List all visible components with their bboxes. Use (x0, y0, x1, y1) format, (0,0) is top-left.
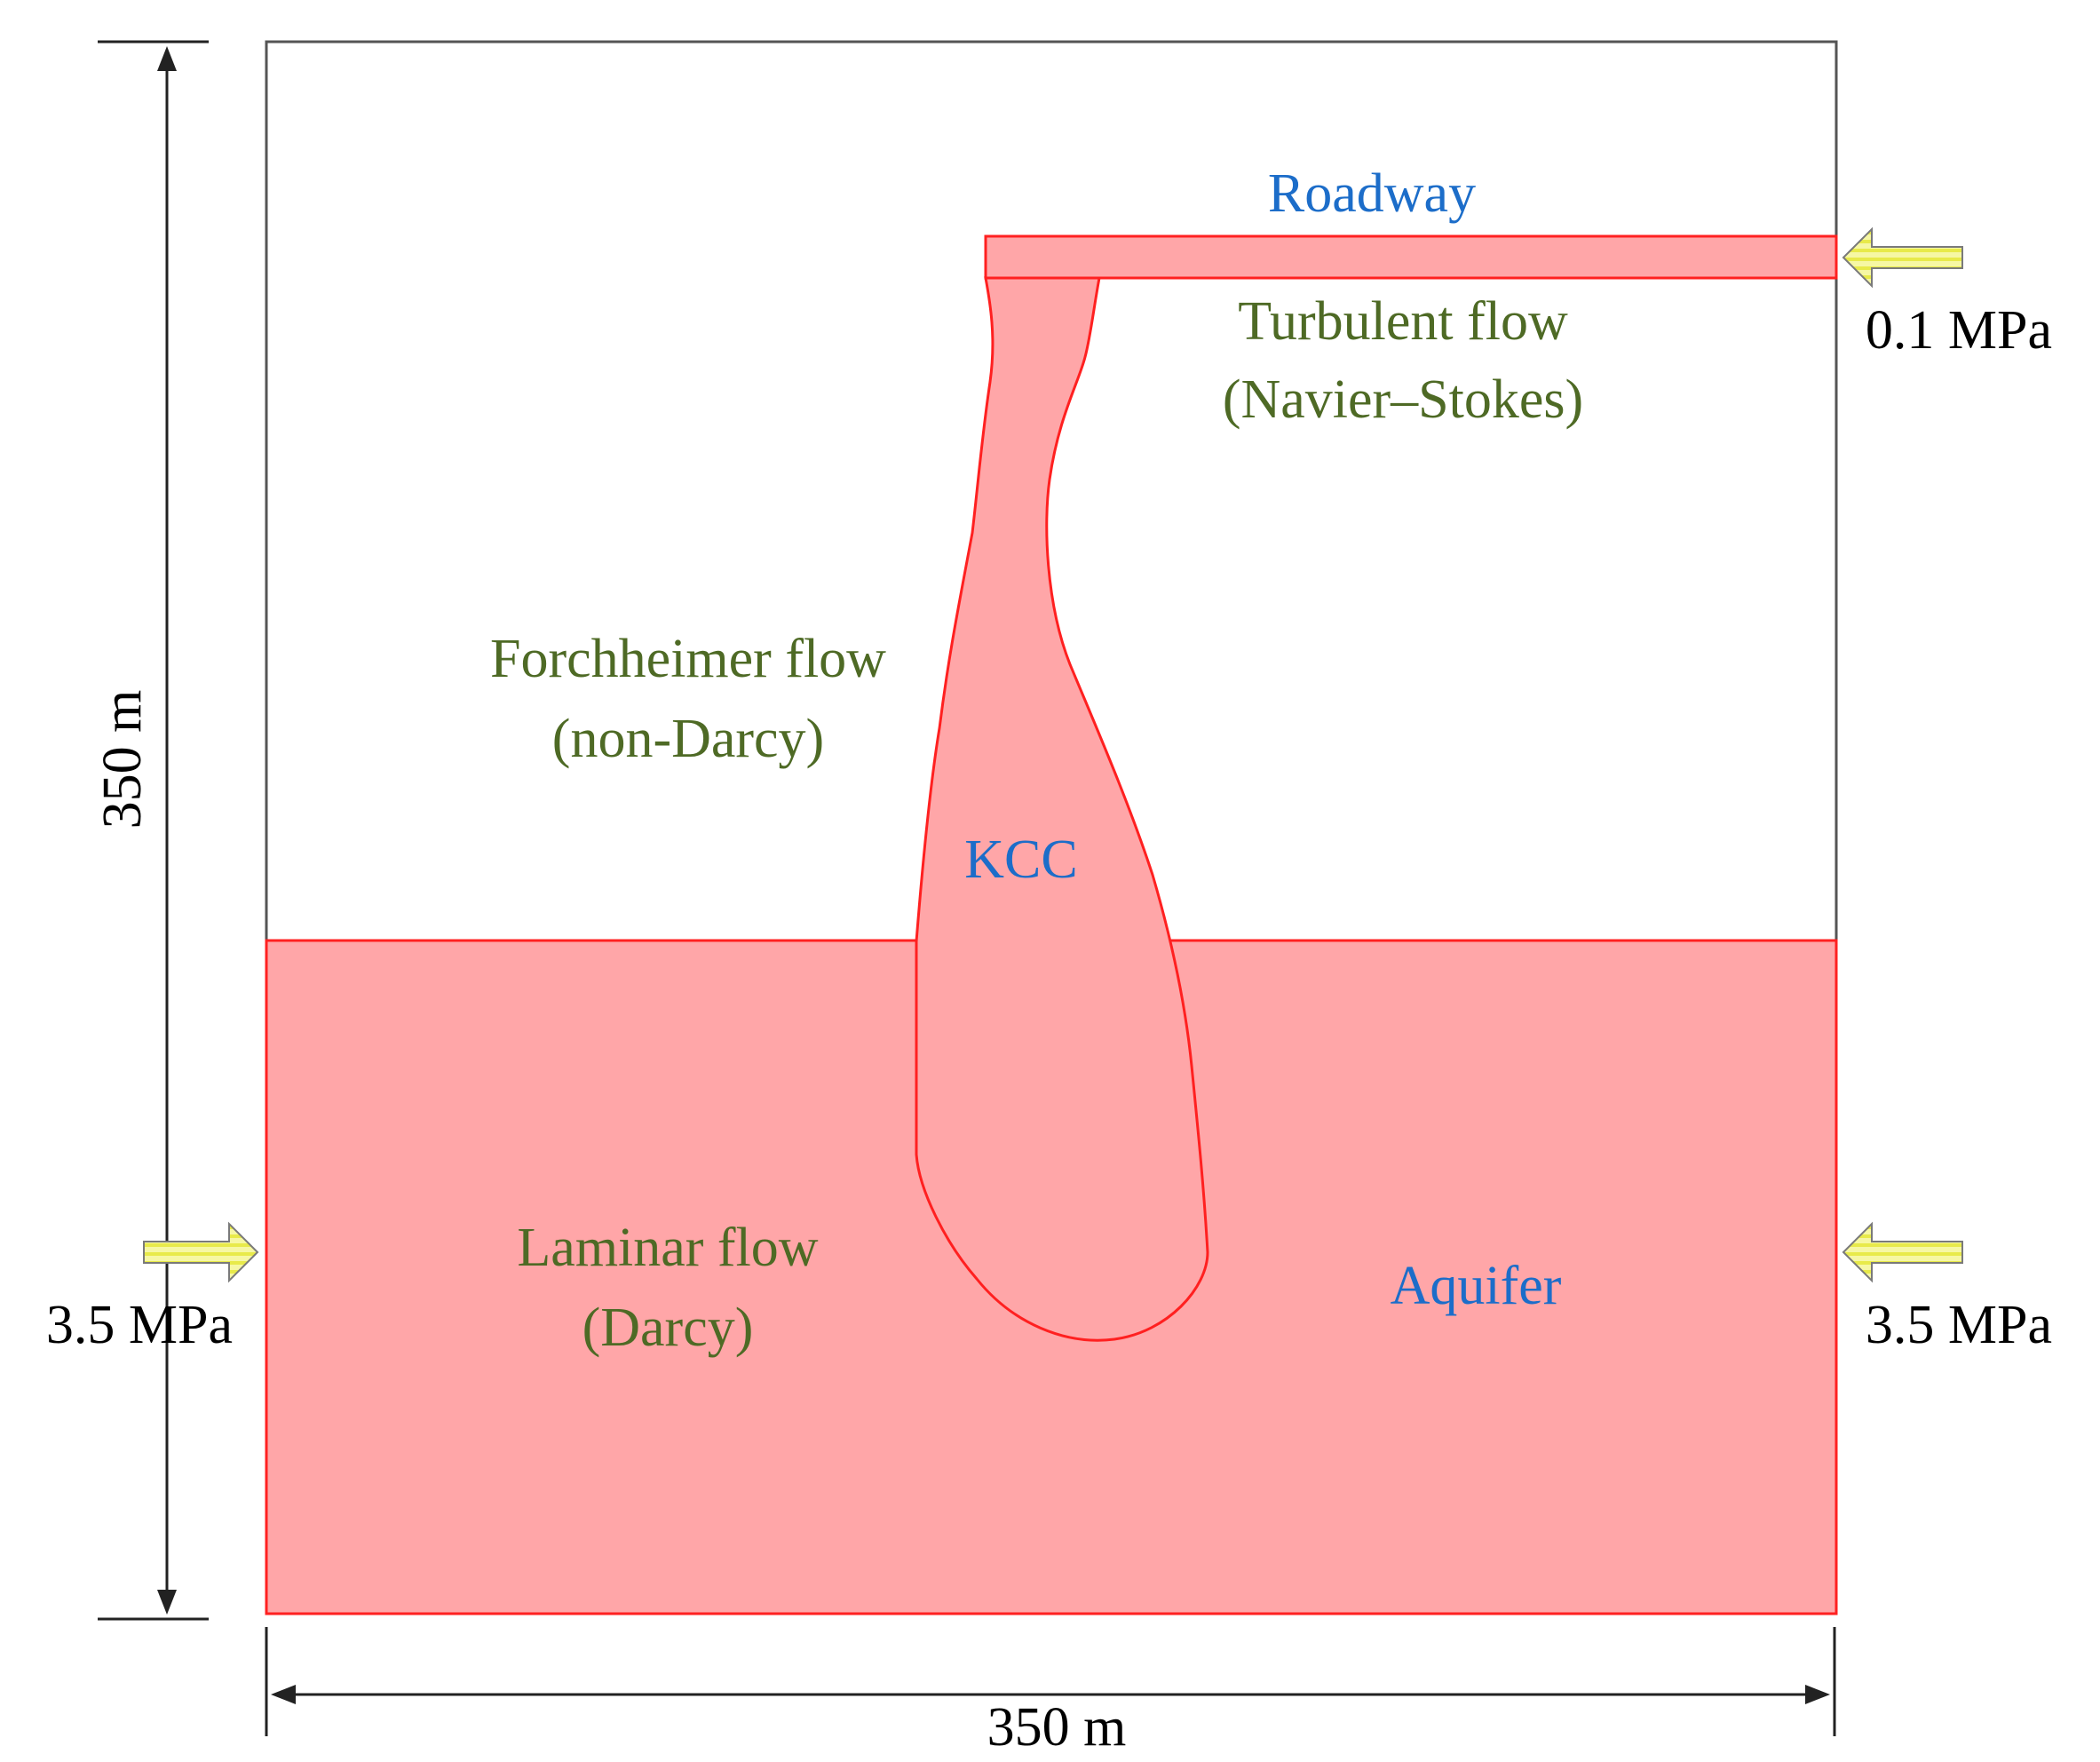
width-dimension (265, 1627, 1836, 1736)
aquifer-label: Aquifer (1391, 1256, 1562, 1316)
laminar-flow-sublabel: (Darcy) (582, 1298, 754, 1358)
width-dimension-label: 350 m (987, 1697, 1127, 1758)
height-dim-arrowhead-top (157, 46, 177, 71)
kcc-region (915, 276, 1209, 1342)
arrow-left-icon (1842, 226, 1963, 289)
aquifer-right-pressure-label: 3.5 MPa (1866, 1295, 2052, 1355)
height-dimension-label: 350 m (92, 690, 153, 829)
turbulent-flow-sublabel: (Navier–Stokes) (1223, 369, 1583, 430)
laminar-flow-label: Laminar flow (517, 1218, 818, 1278)
arrow-left-icon (1842, 1221, 1963, 1283)
forchheimer-flow-sublabel: (non-Darcy) (552, 709, 824, 769)
width-dim-arrowhead-left (271, 1685, 296, 1704)
turbulent-flow-label: Turbulent flow (1238, 291, 1568, 352)
width-dim-arrowhead-right (1805, 1685, 1830, 1704)
roadway-region (984, 234, 1838, 280)
forchheimer-flow-label: Forchheimer flow (490, 629, 886, 689)
roadway-pressure-label: 0.1 MPa (1866, 300, 2052, 361)
height-dimension (98, 40, 209, 1621)
height-dim-arrowhead-bottom (157, 1590, 177, 1615)
roadway-label: Roadway (1268, 163, 1476, 224)
kcc-label: KCC (964, 829, 1077, 890)
arrow-right-icon (143, 1221, 259, 1283)
aquifer-left-pressure-label: 3.5 MPa (46, 1295, 233, 1355)
